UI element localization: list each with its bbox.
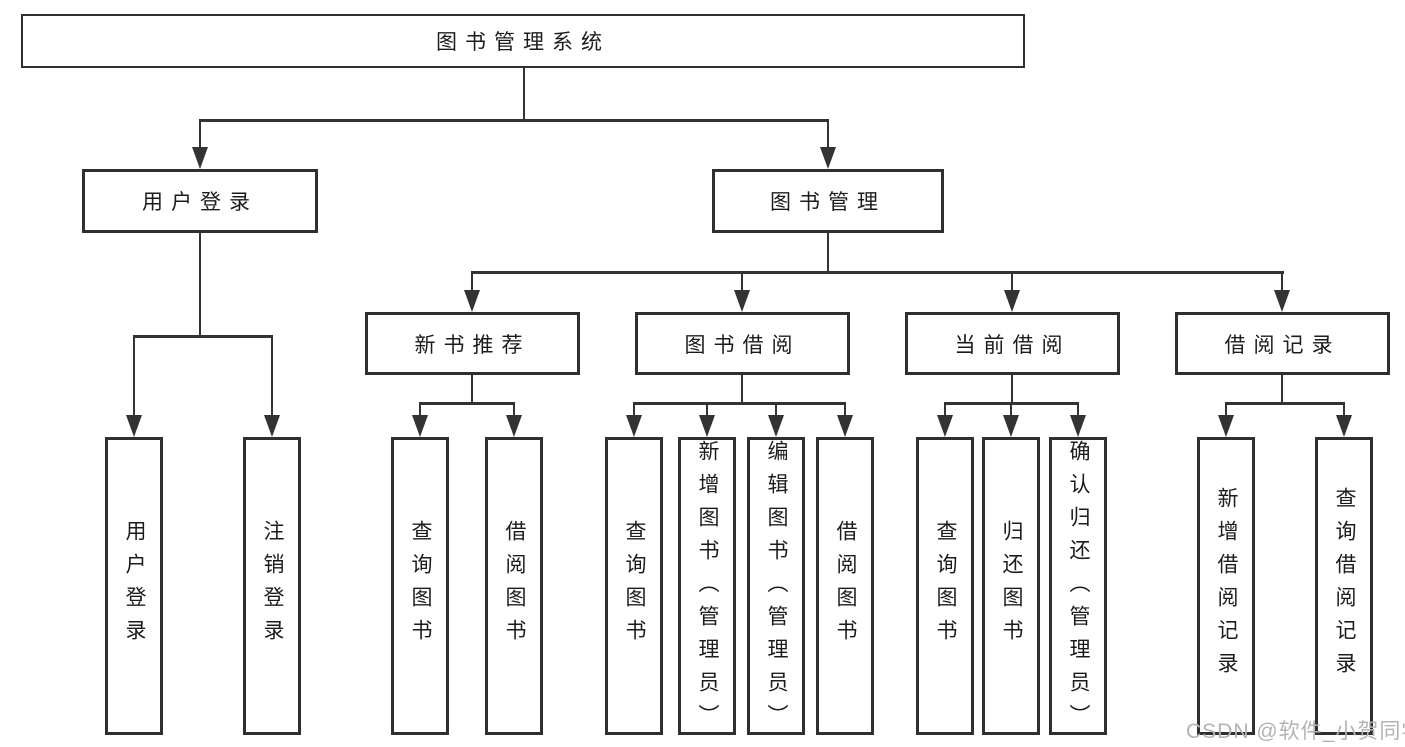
arrowhead-down-icon <box>1070 415 1086 437</box>
node-query-borrow-record: 查询借阅记录 <box>1315 437 1373 735</box>
connector-stub <box>1281 375 1283 404</box>
arrowhead-down-icon <box>1336 415 1352 437</box>
node-add-borrow-record: 新增借阅记录 <box>1197 437 1255 735</box>
node-borrow-books-borrowing: 借阅图书 <box>816 437 874 735</box>
connector-drop <box>133 336 135 415</box>
connector-rail <box>199 119 829 122</box>
connector-drop <box>513 403 515 415</box>
connector-rail <box>133 335 273 338</box>
arrowhead-down-icon <box>699 415 715 437</box>
arrowhead-down-icon <box>506 415 522 437</box>
connector-rail <box>471 271 1284 274</box>
connector-drop <box>199 120 201 147</box>
arrowhead-down-icon <box>264 415 280 437</box>
connector-drop <box>271 336 273 415</box>
node-borrow-books-recommend: 借阅图书 <box>485 437 543 735</box>
connector-drop <box>1343 403 1345 415</box>
arrowhead-down-icon <box>126 415 142 437</box>
node-edit-books-admin: 编辑图书（管理员） <box>747 437 805 737</box>
connector-drop <box>1010 403 1012 415</box>
arrowhead-down-icon <box>837 415 853 437</box>
node-logout: 注销登录 <box>243 437 301 735</box>
connector-rail <box>419 402 515 405</box>
connector-stub <box>1011 375 1013 404</box>
node-current-borrowing: 当前借阅 <box>905 312 1120 375</box>
arrowhead-down-icon <box>1004 290 1020 312</box>
connector-stub <box>199 233 201 337</box>
node-confirm-return-admin: 确认归还（管理员） <box>1049 437 1107 737</box>
connector-rail <box>1225 402 1345 405</box>
arrowhead-down-icon <box>937 415 953 437</box>
connector-stub <box>471 375 473 404</box>
node-user-login-action: 用户登录 <box>105 437 163 735</box>
connector-rail <box>633 402 846 405</box>
arrowhead-down-icon <box>768 415 784 437</box>
node-book-borrowing: 图书借阅 <box>635 312 850 375</box>
connector-drop <box>741 272 743 290</box>
node-user-login: 用户登录 <box>82 169 318 233</box>
connector-stub <box>827 233 829 273</box>
connector-drop <box>633 403 635 415</box>
node-query-books-borrowing: 查询图书 <box>605 437 663 735</box>
arrowhead-down-icon <box>734 290 750 312</box>
connector-drop <box>471 272 473 290</box>
arrowhead-down-icon <box>820 147 836 169</box>
connector-drop <box>1077 403 1079 415</box>
arrowhead-down-icon <box>1218 415 1234 437</box>
node-return-books: 归还图书 <box>982 437 1040 735</box>
connector-drop <box>1225 403 1227 415</box>
arrowhead-down-icon <box>1003 415 1019 437</box>
arrowhead-down-icon <box>192 147 208 169</box>
node-add-books-admin: 新增图书（管理员） <box>678 437 736 737</box>
connector-drop <box>1011 272 1013 290</box>
node-book-management: 图书管理 <box>712 169 944 233</box>
arrowhead-down-icon <box>464 290 480 312</box>
node-book-management-system: 图书管理系统 <box>21 14 1025 68</box>
connector-drop <box>944 403 946 415</box>
connector-drop <box>844 403 846 415</box>
connector-stub <box>741 375 743 404</box>
arrowhead-down-icon <box>626 415 642 437</box>
node-borrowing-records: 借阅记录 <box>1175 312 1390 375</box>
connector-drop <box>419 403 421 415</box>
watermark: CSDN @软件_小贺同学 <box>1186 720 1405 743</box>
connector-drop <box>775 403 777 415</box>
arrowhead-down-icon <box>412 415 428 437</box>
connector-drop <box>827 120 829 147</box>
connector-drop <box>1281 272 1283 290</box>
arrowhead-down-icon <box>1274 290 1290 312</box>
connector-drop <box>706 403 708 415</box>
connector-stub <box>523 68 525 121</box>
node-query-books-recommend: 查询图书 <box>391 437 449 735</box>
node-new-book-recommendation: 新书推荐 <box>365 312 580 375</box>
node-query-books-current: 查询图书 <box>916 437 974 735</box>
